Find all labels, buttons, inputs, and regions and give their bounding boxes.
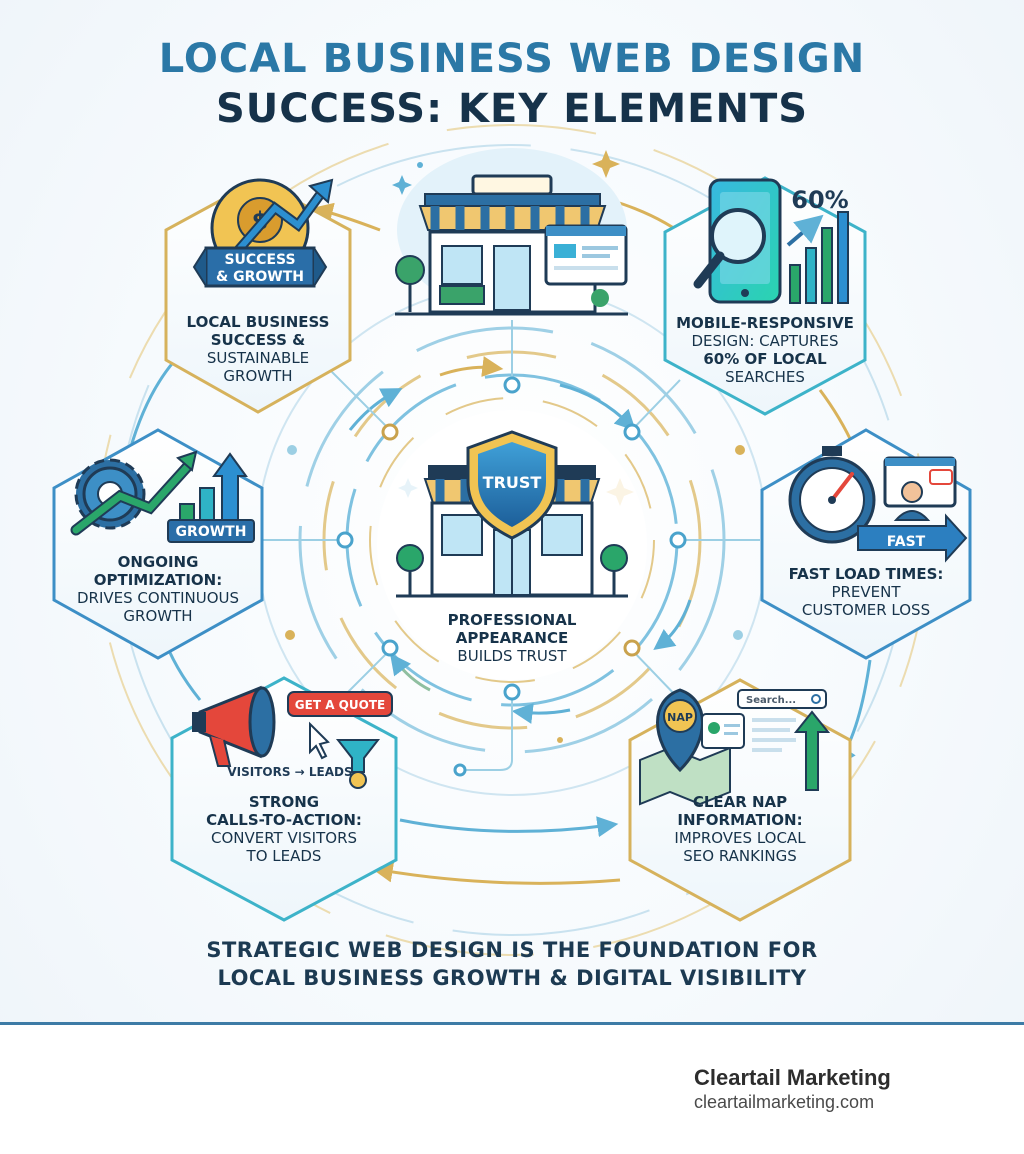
nap-line-4: SEO RANKINGS: [683, 847, 797, 865]
diagram-canvas: $ SUCCESS & GROWTH 60%: [52, 124, 972, 956]
nap-search-placeholder: Search...: [746, 695, 796, 706]
hexagon-cta: GET A QUOTE VISITORS → LEADS: [170, 676, 398, 922]
optimization-line-2: OPTIMIZATION:: [93, 571, 223, 589]
cta-line-1: STRONG: [248, 793, 320, 811]
label-mobile-responsive: MOBILE-RESPONSIVE DESIGN: CAPTURES 60% O…: [668, 314, 862, 386]
fast-line-1: FAST LOAD TIMES:: [788, 565, 944, 583]
dollar-medal-icon: $ SUCCESS & GROWTH: [192, 178, 334, 288]
fast-line-3: CUSTOMER LOSS: [801, 601, 931, 619]
fast-badge: FAST: [887, 534, 926, 550]
trust-shield-label: TRUST: [483, 473, 542, 492]
phone-magnifier-icon: 60%: [693, 178, 849, 304]
hexagon-fast-load: FAST: [760, 428, 972, 660]
mobile-line-4: SEARCHES: [725, 368, 805, 386]
nap-line-3: IMPROVES LOCAL: [674, 829, 806, 847]
megaphone-icon: GET A QUOTE VISITORS → LEADS: [192, 685, 393, 789]
mobile-line-1: MOBILE-RESPONSIVE: [676, 314, 854, 332]
nap-line-2: INFORMATION:: [677, 811, 803, 829]
label-center-trust: PROFESSIONAL APPEARANCE BUILDS TRUST: [412, 611, 612, 665]
connector-spokes: [262, 320, 760, 771]
label-fast-load: FAST LOAD TIMES: PREVENT CUSTOMER LOSS: [766, 565, 966, 619]
label-success-growth: LOCAL BUSINESS SUCCESS & SUSTAINABLE GRO…: [168, 313, 348, 385]
success-line-4: GROWTH: [223, 367, 293, 385]
brand-url: cleartailmarketing.com: [694, 1092, 875, 1112]
trust-shield-icon: TRUST: [377, 410, 647, 680]
hexagon-success-growth: $ SUCCESS & GROWTH: [164, 178, 352, 414]
nap-line-1: CLEAR NAP: [692, 793, 788, 811]
stopwatch-icon: FAST: [788, 446, 968, 563]
cta-line-2: CALLS-TO-ACTION:: [206, 811, 362, 829]
brand-name: Cleartail Marketing: [694, 1065, 891, 1090]
cta-line-3: CONVERT VISITORS: [210, 829, 358, 847]
success-line-3: SUSTAINABLE: [206, 349, 310, 367]
gear-growth-icon: GROWTH: [70, 450, 255, 543]
page-title-line-1: LOCAL BUSINESS WEB DESIGN: [158, 36, 866, 82]
optimization-line-4: GROWTH: [123, 607, 193, 625]
center-line-2: APPEARANCE: [455, 629, 569, 647]
label-optimization: ONGOING OPTIMIZATION: DRIVES CONTINUOUS …: [56, 553, 260, 625]
cta-flow-label: VISITORS → LEADS: [227, 765, 352, 779]
fast-line-2: PREVENT: [831, 583, 901, 601]
success-line-1: LOCAL BUSINESS: [186, 313, 330, 331]
connector-nodes: [336, 376, 687, 777]
hexagon-optimization: GROWTH: [52, 428, 264, 660]
mobile-line-3: 60% OF LOCAL: [703, 350, 827, 368]
footer-statement-line-2: LOCAL BUSINESS GROWTH & DIGITAL VISIBILI…: [217, 966, 807, 990]
badge-growth: & GROWTH: [216, 269, 304, 285]
growth-badge: GROWTH: [176, 524, 247, 540]
footer-band: [0, 1025, 1024, 1154]
mobile-stat: 60%: [791, 186, 848, 214]
hexagon-nap: NAP Search...: [628, 678, 852, 922]
footer-divider: [0, 1022, 1024, 1025]
map-pin-icon: NAP Search...: [639, 688, 831, 806]
badge-success: SUCCESS: [224, 252, 295, 268]
label-cta: STRONG CALLS-TO-ACTION: CONVERT VISITORS…: [176, 793, 392, 865]
optimization-line-1: ONGOING: [117, 553, 199, 571]
hexagon-mobile-responsive: 60%: [663, 176, 867, 416]
cta-line-4: TO LEADS: [246, 847, 322, 865]
center-line-3: BUILDS TRUST: [457, 647, 567, 665]
storefront-icon: [395, 148, 628, 316]
success-line-2: SUCCESS &: [210, 331, 306, 349]
cta-quote-button: GET A QUOTE: [295, 698, 385, 712]
label-nap: CLEAR NAP INFORMATION: IMPROVES LOCAL SE…: [636, 793, 844, 865]
nap-pin-text: NAP: [667, 711, 693, 724]
center-line-1: PROFESSIONAL: [447, 611, 577, 629]
footer-statement-line-1: STRATEGIC WEB DESIGN IS THE FOUNDATION F…: [206, 938, 818, 962]
optimization-line-3: DRIVES CONTINUOUS: [76, 589, 240, 607]
mobile-line-2: DESIGN: CAPTURES: [691, 332, 839, 350]
